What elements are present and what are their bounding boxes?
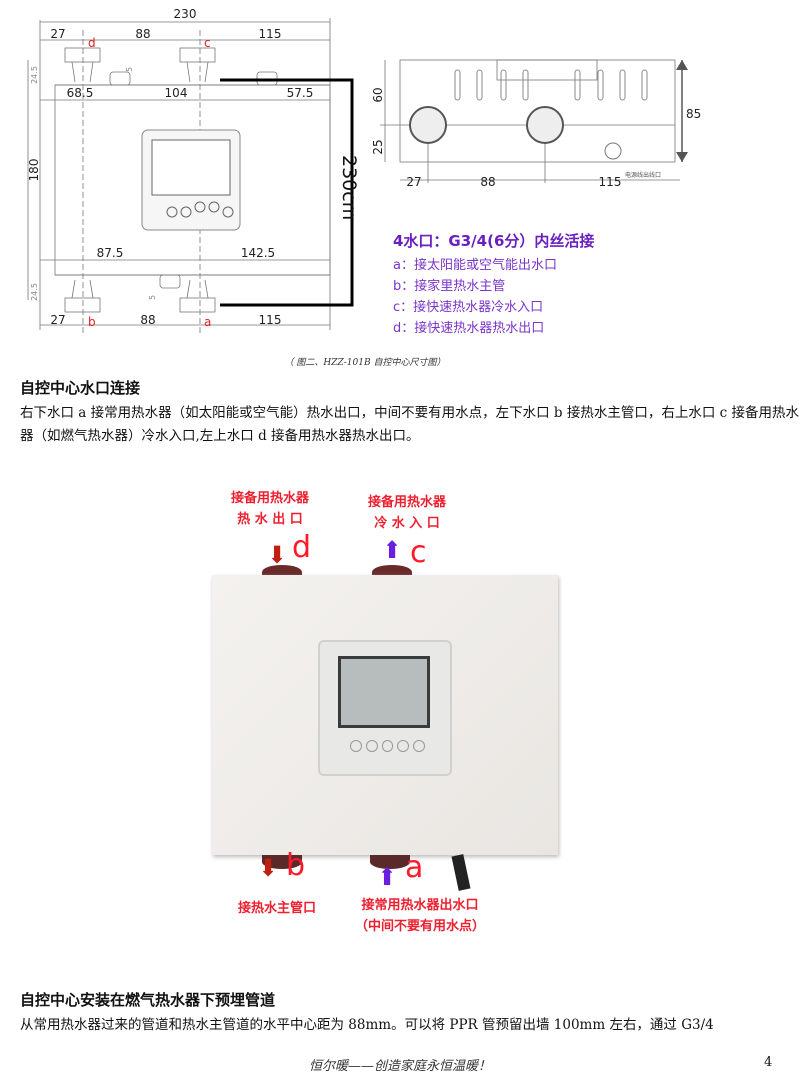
dim-85: 85: [686, 107, 701, 121]
spec-item-a: a：接太阳能或空气能出水口: [393, 258, 557, 273]
port-a-label: a: [204, 315, 211, 329]
dim-bracket-top: 5: [125, 67, 134, 72]
dim-fitting-top: 24.5: [30, 66, 39, 84]
dim-104: 104: [165, 86, 188, 100]
cable-outlet-label: 电源线出线口: [625, 171, 661, 179]
label-c-line1: 接备用热水器: [367, 495, 446, 510]
dim-bottom-left: 27: [50, 313, 65, 327]
port-fitting: [409, 106, 447, 144]
letter-c: c: [410, 535, 427, 570]
section-heading: 自控中心安装在燃气热水器下预埋管道: [20, 991, 276, 1009]
dim-top-left: 27: [50, 27, 65, 41]
fitting-b: [262, 855, 302, 869]
label-c-line2: 冷 水 入 口: [374, 516, 440, 531]
down-arrow-icon: ⬇: [267, 540, 288, 569]
port-spec-box: 4水口：G3/4(6分）内丝活接 a：接太阳能或空气能出水口 b：接家里热水主管…: [393, 230, 594, 339]
side-dim-115: 115: [599, 175, 622, 189]
spec-item-d: d：接快速热水器热水出口: [393, 321, 545, 336]
label-d-line1: 接备用热水器: [230, 491, 309, 506]
dim-bottom-mid: 88: [140, 313, 155, 327]
controller-panel: [318, 640, 452, 776]
section-heading: 自控中心水口连接: [20, 379, 141, 397]
up-arrow-icon: ⬆: [377, 862, 398, 891]
fitting-a: [370, 855, 410, 869]
page-number: 4: [764, 1055, 773, 1070]
dim-25: 25: [371, 139, 385, 154]
label-a-line1: 接常用热水器出水口: [361, 898, 479, 913]
port-c-label: c: [204, 36, 211, 50]
footer-slogan: 恒尔暖——创造家庭永恒温暖！: [308, 1059, 491, 1074]
down-arrow-icon: ⬇: [258, 853, 279, 882]
label-d-line2: 热 水 出 口: [237, 512, 303, 527]
port-fitting: [526, 106, 564, 144]
spec-item-b: b：接家里热水主管: [393, 279, 506, 294]
dim-top-mid: 88: [135, 27, 150, 41]
spec-item-c: c：接快速热水器冷水入口: [393, 300, 544, 315]
dim-bottom-right: 115: [259, 313, 282, 327]
spec-title: 4水口：G3/4(6分）内丝活接: [393, 232, 595, 250]
dim-142: 142.5: [241, 246, 275, 260]
paragraph-line: 从常用热水器过来的管道和热水主管道的水平中心距为 88mm。可以将 PPR 管预…: [20, 1017, 714, 1033]
screen-outline: [151, 139, 231, 196]
dim-height: 180: [27, 159, 41, 182]
spacing-arrow: [220, 78, 354, 307]
power-cable: [451, 854, 471, 891]
dim-fitting-bottom: 24.5: [30, 283, 39, 301]
port-d-label: d: [88, 36, 96, 50]
port-b-label: b: [88, 315, 96, 329]
label-a-line2: （中间不要有用水点）: [354, 919, 485, 934]
dim-60: 60: [371, 87, 385, 102]
paragraph-line: 右下水口 a 接常用热水器（如太阳能或空气能）热水出口，中间不要有用水点，左下水…: [20, 405, 799, 421]
dim-top-right: 115: [259, 27, 282, 41]
front-dimension-drawing: 230 27 88 115 68.5 104 57.5 87.5 142.5 2…: [27, 7, 360, 335]
side-dimension-drawing: 60 25 85 27 88 115 电源线出线口: [371, 59, 701, 189]
figure-caption: （ 图二、HZZ-101B 自控中心尺寸图）: [284, 358, 446, 368]
spacing-label: 230cm: [338, 155, 360, 220]
dim-bracket-bottom: 5: [148, 295, 157, 300]
letter-b: b: [286, 848, 306, 883]
dim-57: 57.5: [287, 86, 314, 100]
label-b: 接热水主管口: [237, 901, 316, 916]
dim-68: 68.5: [67, 86, 94, 100]
paragraph-line: 器（如燃气热水器）冷水入口,左上水口 d 接备用热水器热水出口。: [20, 428, 420, 444]
letter-a: a: [405, 850, 424, 885]
side-dim-88: 88: [480, 175, 495, 189]
side-dim-27: 27: [406, 175, 421, 189]
label-a: 接常用热水器出水口 （中间不要有用水点）: [340, 895, 500, 937]
label-c: 接备用热水器冷 水 入 口: [352, 492, 462, 534]
up-arrow-icon: ⬆: [382, 535, 403, 564]
label-d: 接备用热水器热 水 出 口: [215, 488, 325, 530]
dim-87: 87.5: [97, 246, 124, 260]
letter-d: d: [292, 530, 312, 565]
dim-total: 230: [174, 7, 197, 21]
